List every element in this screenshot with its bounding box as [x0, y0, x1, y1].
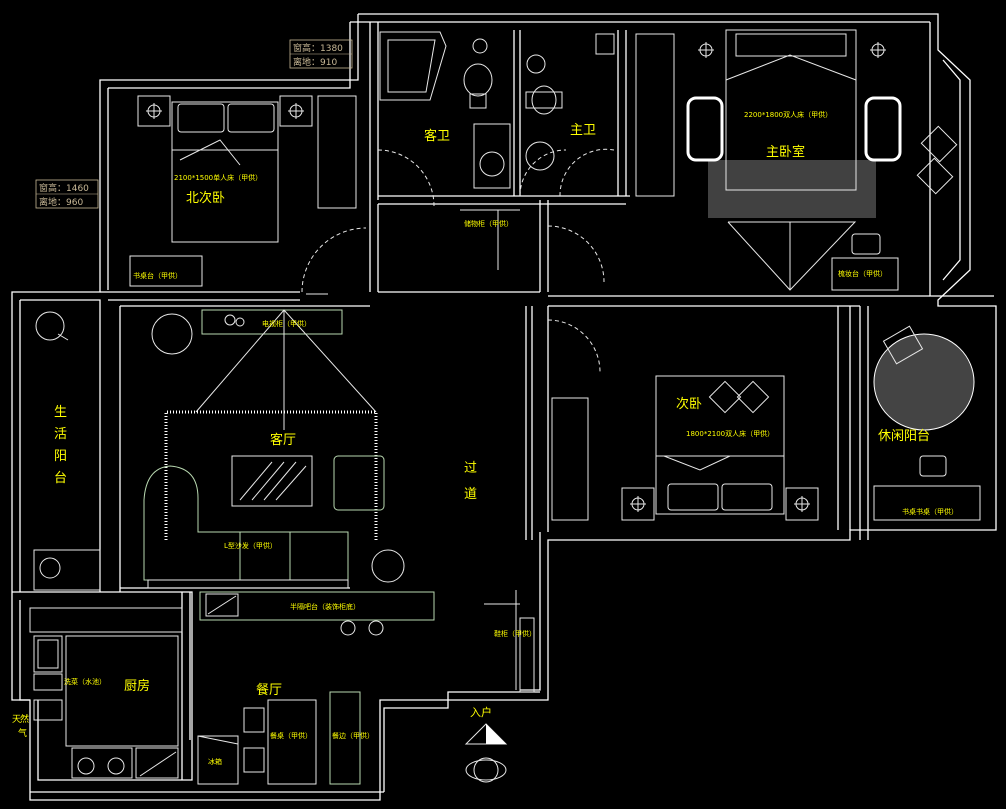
dining-table [267, 699, 317, 785]
leisure-desk-label: 书桌书桌（甲供） [902, 507, 958, 516]
entrance: 入户 [464, 705, 508, 783]
master-dresser [831, 257, 899, 291]
master-bedroom-label: 主卧室 [766, 144, 805, 160]
leisure-balcony: 休闲阳台 书桌书桌（甲供） [873, 325, 981, 521]
round-rug [873, 333, 975, 431]
master-rug [708, 160, 876, 218]
bar-counter: 半隔吧台（装饰柜底） [199, 591, 435, 636]
second-bed-label: 1800*2100双人床（甲供） [686, 429, 774, 438]
second-bed [655, 375, 785, 515]
master-wardrobe [635, 33, 675, 197]
kitchen: 厨房 洗菜（水池） 天 然 气 [12, 607, 183, 779]
living-rug [164, 410, 378, 540]
armchair [333, 455, 385, 511]
leisure-balcony-label: 休闲阳台 [878, 429, 930, 444]
guest-bathtub [379, 31, 447, 101]
dining-table-label: 餐桌（甲供） [270, 731, 312, 740]
north-bed-label: 2100*1500单人床（甲供） [174, 173, 262, 182]
north-desk-label: 书桌台（甲供） [133, 271, 182, 280]
master-toilet [531, 85, 557, 115]
kitchen-label: 厨房 [124, 678, 150, 694]
coffee-table [231, 455, 313, 507]
window-tag-2: 窗高：1460 离地：960 [35, 179, 99, 209]
utility-balcony-label-1: 生 [54, 405, 67, 420]
north-wardrobe [317, 95, 357, 209]
utility-balcony: 生 活 阳 台 [33, 311, 101, 591]
window-tag-1-sill: 离地：910 [293, 56, 337, 68]
utility-balcony-label-4: 台 [54, 471, 67, 486]
second-nightstand-left [621, 487, 655, 521]
guest-toilet [463, 63, 493, 97]
fridge-label: 冰箱 [208, 757, 222, 766]
tv-cabinet-label: 电视柜（甲供） [262, 319, 311, 328]
gas-label-2: 然 [20, 713, 29, 725]
north-bedroom-label: 北次卧 [186, 190, 225, 206]
utility-balcony-label-3: 阳 [54, 449, 67, 464]
master-armchair-decor [916, 125, 958, 195]
washing-drum [35, 311, 65, 341]
nightstand-left [137, 95, 171, 127]
exterior-walls [11, 13, 997, 801]
master-bed-label: 2200*1800双人床（甲供） [744, 110, 832, 119]
corridor: 过 道 鞋柜（甲供） 储物柜（甲供） [464, 219, 536, 693]
master-nightstand-right [864, 96, 902, 162]
second-nightstand-right [785, 487, 819, 521]
fridge [135, 747, 179, 779]
entrance-figure [473, 757, 499, 783]
utility-balcony-label-2: 活 [54, 427, 67, 442]
gas-label-1: 天 [12, 715, 21, 725]
interior-walls [100, 22, 930, 780]
window-tag-2-height: 窗高：1460 [39, 182, 89, 194]
second-bed-cushions [708, 380, 770, 414]
corridor-doors [301, 209, 605, 373]
sideboard [329, 691, 361, 785]
corridor-label-2: 道 [464, 487, 477, 502]
north-desk [129, 255, 203, 287]
corridor-cabinet-label: 储物柜（甲供） [464, 219, 513, 228]
second-bedroom: 次卧 1800*2100双人床（甲供） [551, 375, 819, 521]
shoe-cabinet-label: 鞋柜（甲供） [494, 629, 536, 638]
kitchen-sink-label: 洗菜（水池） [64, 677, 106, 686]
dining-room: 餐厅 餐桌（甲供） 餐边（甲供） 冰箱 [197, 682, 374, 785]
nightstand-right [279, 95, 313, 127]
master-tv-light [727, 221, 857, 291]
second-bedroom-label: 次卧 [676, 396, 702, 412]
kitchen-sink [33, 635, 63, 673]
shoe-cabinet [519, 617, 535, 693]
window-tag-1-height: 窗高：1380 [293, 42, 343, 54]
north-bed [171, 101, 279, 243]
living-room-label: 客厅 [270, 432, 296, 448]
north-bedroom: 北次卧 2100*1500单人床（甲供） 书桌台（甲供） [129, 95, 357, 287]
stove [71, 747, 133, 779]
guest-sink [473, 123, 511, 189]
window-tag-2-sill: 离地：960 [39, 196, 83, 208]
potted-plant [151, 313, 193, 355]
master-nightstand-left [686, 96, 724, 162]
guest-bath-label: 客卫 [424, 128, 450, 144]
sofa-label: L型沙发（甲供） [224, 541, 277, 550]
master-bath: 主卫 [519, 33, 615, 197]
gas-label-3: 气 [18, 727, 27, 739]
sideboard-label: 餐边（甲供） [332, 731, 374, 740]
corridor-label-1: 过 [464, 461, 477, 476]
entrance-label: 入户 [470, 705, 492, 719]
guest-bath: 客卫 [377, 31, 511, 207]
living-room: 客厅 L型沙发（甲供） 电视柜（甲供） [143, 309, 405, 589]
window-tag-1: 窗高：1380 离地：910 [289, 39, 353, 69]
dining-room-label: 餐厅 [256, 682, 282, 698]
master-bath-label: 主卫 [570, 123, 596, 138]
l-sofa [143, 465, 349, 581]
master-bedroom: 主卧室 2200*1800双人床（甲供） 梳妆台（甲供） [635, 29, 958, 291]
kitchen-counter-top [29, 607, 183, 633]
tv-cabinet [201, 309, 343, 335]
second-wardrobe [551, 397, 589, 521]
bar-counter-label: 半隔吧台（装饰柜底） [290, 602, 360, 611]
washer [33, 549, 101, 591]
master-dresser-label: 梳妆台（甲供） [838, 269, 887, 278]
leisure-desk [873, 485, 981, 521]
